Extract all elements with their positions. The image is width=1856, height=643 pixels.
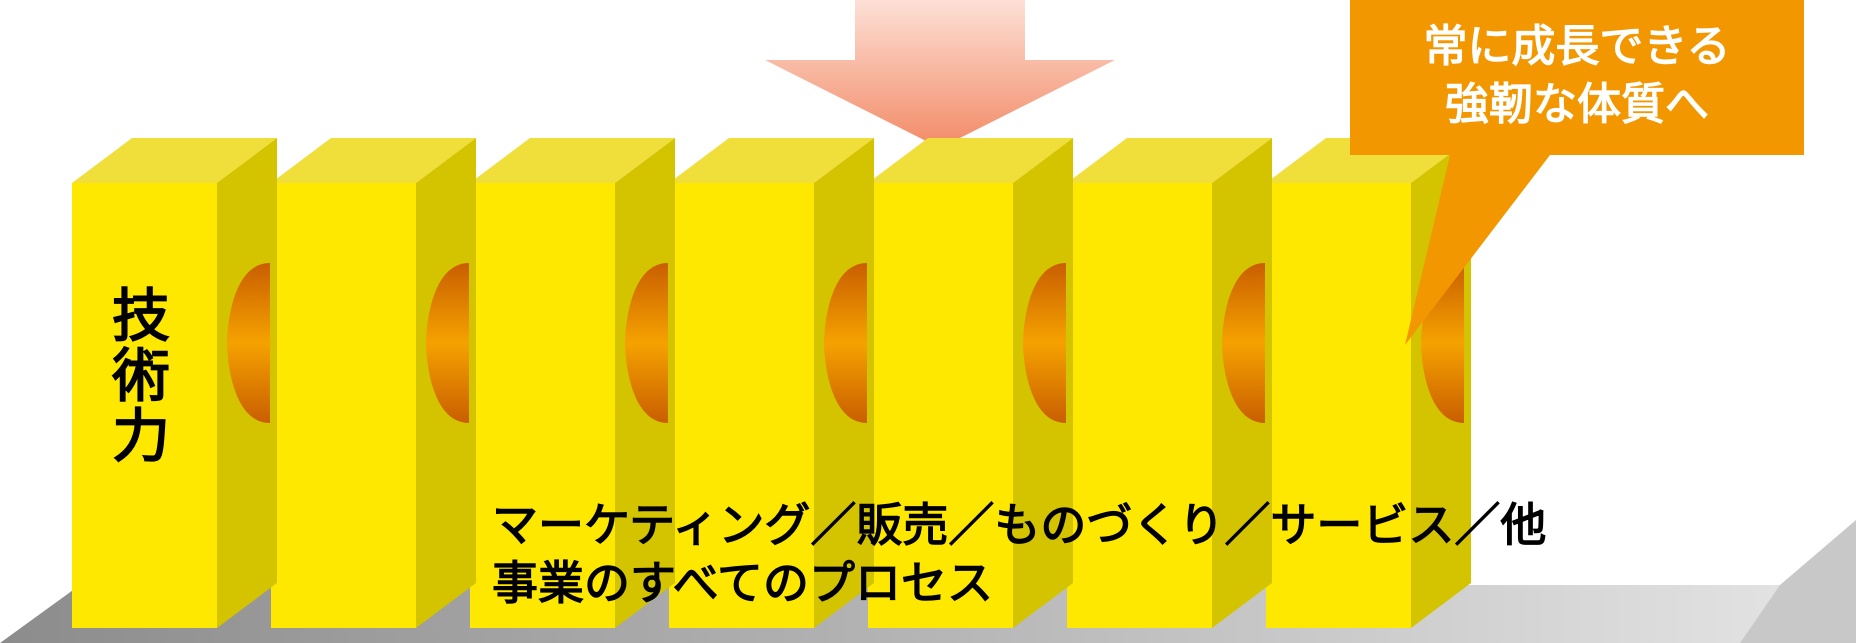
block-joint [824, 263, 867, 423]
block-joint [1222, 263, 1265, 423]
block-front-face [669, 183, 814, 628]
process-block [470, 138, 800, 643]
block-front-face [1067, 183, 1212, 628]
process-block [868, 138, 1198, 643]
down-arrow-icon [765, 0, 1115, 148]
block-joint [426, 263, 469, 423]
block-joint [227, 263, 270, 423]
block-top-face [868, 138, 1073, 183]
block-front-face [72, 183, 217, 628]
block-joint [625, 263, 668, 423]
process-line-1: マーケティング／販売／ものづくり／サービス／他 [492, 498, 1547, 552]
process-block [271, 138, 601, 643]
callout-text: 常に成長できる 強靭な体質へ [1350, 18, 1804, 134]
block-top-face [470, 138, 675, 183]
process-block [1067, 138, 1397, 643]
block-front-face [470, 183, 615, 628]
block-joint [1023, 263, 1066, 423]
process-block [669, 138, 999, 643]
callout-bubble [1350, 0, 1804, 345]
block-front-face [271, 183, 416, 628]
process-text: マーケティング／販売／ものづくり／サービス／他 事業のすべてのプロセス [492, 496, 1546, 612]
pillar-label: 技術力 [102, 285, 170, 465]
block-top-face [271, 138, 476, 183]
process-line-2: 事業のすべてのプロセス [492, 556, 993, 610]
block-front-face [1266, 183, 1411, 628]
block-top-face [1067, 138, 1272, 183]
process-block [72, 138, 402, 643]
block-top-face [669, 138, 874, 183]
block-top-face [72, 138, 277, 183]
callout-line-2: 強靭な体質へ [1445, 79, 1709, 130]
block-front-face [868, 183, 1013, 628]
callout-line-1: 常に成長できる [1423, 21, 1731, 72]
